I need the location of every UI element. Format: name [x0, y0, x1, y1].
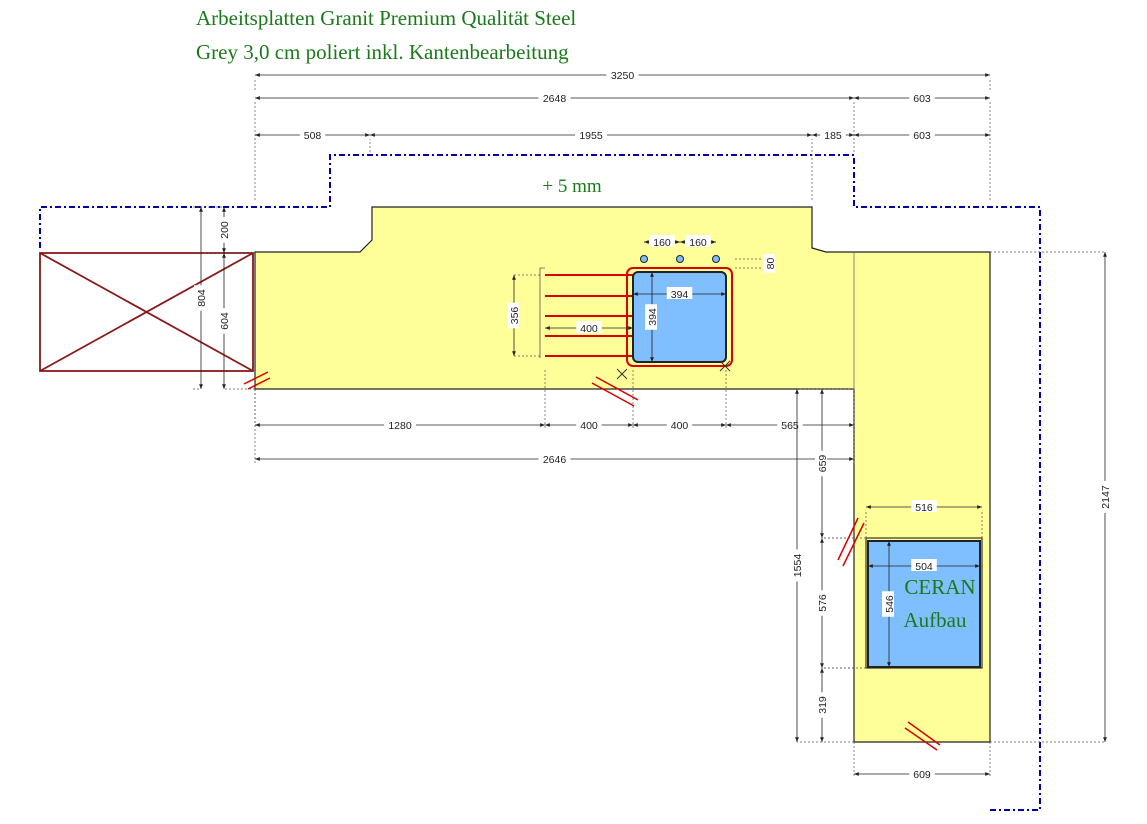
dim-label-total_depth: 804 [196, 289, 208, 307]
tap-hole-1 [640, 255, 648, 263]
dim-label-cooktop_offset_bottom: 319 [817, 696, 829, 714]
dim-bg-cooktop_depth_outer [815, 590, 827, 616]
dim-label-middle_segment: 1955 [579, 130, 603, 142]
dim-label-cooktop_depth_inner: 546 [884, 595, 896, 613]
dim-bg-left_segment [299, 128, 326, 140]
left-unit-cross-box [39, 252, 254, 372]
dim-label-cooktop_offset_top: 659 [817, 455, 829, 473]
dim-label-bottom_sink: 400 [671, 420, 689, 432]
dim-bg-counter_depth [217, 308, 229, 334]
dim-label-cooktop_width_inner: 504 [915, 561, 933, 573]
dim-label-tap_offset: 80 [765, 258, 777, 270]
dim-bg-total_width [606, 68, 639, 80]
dim-bg-small_segment [820, 128, 846, 140]
dim-label-drainboard_depth: 356 [509, 307, 521, 325]
dim-bg-corner_width_top [909, 91, 935, 103]
dim-label-bottom_left: 1280 [388, 420, 412, 432]
drainboard-guide [539, 267, 545, 358]
dim-bg-tap_spacing_2 [685, 235, 711, 247]
dim-label-side_partial: 1554 [792, 554, 804, 578]
dim-bg-back_depth [217, 217, 229, 243]
dim-label-corner_width_2: 603 [913, 130, 931, 142]
dim-bg-sink_depth [645, 304, 657, 330]
edge-marks [243, 371, 941, 751]
dim-label-back_depth: 200 [219, 221, 231, 239]
dim-label-drainboard_width: 400 [580, 323, 598, 335]
wall-outline [39, 154, 1041, 811]
dim-label-sink_depth: 394 [647, 308, 659, 326]
dimension-lines: 3250 2648 603 508 1955 185 603 200 804 604 160 160 8… [193, 68, 1112, 781]
dim-label-total_width: 3250 [611, 70, 635, 82]
dim-bg-tap_offset [763, 254, 775, 273]
dim-bg-sink_width [666, 287, 693, 299]
dim-bg-cooktop_offset_top [815, 450, 827, 477]
dim-bg-drainboard_depth [507, 302, 519, 329]
dim-label-sink_width: 394 [671, 289, 689, 301]
wall-offset-label: + 5 mm [542, 176, 601, 197]
tap-hole-2 [676, 255, 684, 263]
dim-bg-cooktop_depth_inner [882, 591, 894, 617]
dim-bg-bottom_total [538, 452, 571, 464]
cooktop-label-2: Aufbau [904, 608, 967, 632]
dim-bg-middle_segment [575, 128, 607, 140]
dim-label-bottom_total: 2646 [543, 454, 567, 466]
title-line-1: Arbeitsplatten Granit Premium Qualität S… [196, 6, 577, 30]
dim-label-cooktop_depth_outer: 576 [817, 594, 829, 612]
dim-bg-tap_spacing_1 [649, 235, 675, 247]
sink-corner-marks [616, 360, 731, 380]
title-line-2: Grey 3,0 cm poliert inkl. Kantenbearbeit… [196, 40, 569, 64]
dim-bg-main_length_top [538, 91, 571, 103]
dim-label-cooktop_width_outer: 516 [915, 502, 933, 514]
dim-label-bottom_drain: 400 [580, 420, 598, 432]
drainboard-grooves [545, 274, 633, 357]
dim-bg-total_depth [194, 285, 206, 311]
dim-bg-bottom_drain [576, 418, 602, 430]
dim-bg-cooktop_width_outer [911, 500, 937, 512]
tap-hole-3 [712, 255, 720, 263]
dim-label-corner_bottom_width: 609 [913, 769, 931, 781]
dim-label-counter_depth: 604 [219, 312, 231, 330]
dim-label-corner_width_top: 603 [913, 93, 931, 105]
dim-bg-bottom_left [384, 418, 416, 430]
dim-label-small_segment: 185 [824, 130, 842, 142]
dim-label-tap_spacing_1: 160 [653, 237, 671, 249]
dim-label-main_length_top: 2648 [543, 93, 567, 105]
dim-bg-bottom_sink [666, 418, 693, 430]
dim-bg-drainboard_width [576, 321, 602, 333]
dim-bg-corner_width_2 [909, 128, 935, 140]
cooktop-label-1: CERAN [904, 575, 975, 599]
sink-outer-rim [626, 267, 733, 367]
dim-label-bottom_right: 565 [781, 420, 799, 432]
dim-label-tap_spacing_2: 160 [689, 237, 707, 249]
dim-bg-side_total [1098, 481, 1110, 513]
dim-bg-cooktop_offset_bottom [815, 692, 827, 718]
dim-label-left_segment: 508 [304, 130, 322, 142]
dim-label-side_total: 2147 [1100, 485, 1112, 509]
dim-bg-corner_bottom_width [909, 767, 935, 779]
dim-bg-cooktop_width_inner [911, 559, 937, 571]
dim-bg-side_partial [790, 549, 802, 582]
